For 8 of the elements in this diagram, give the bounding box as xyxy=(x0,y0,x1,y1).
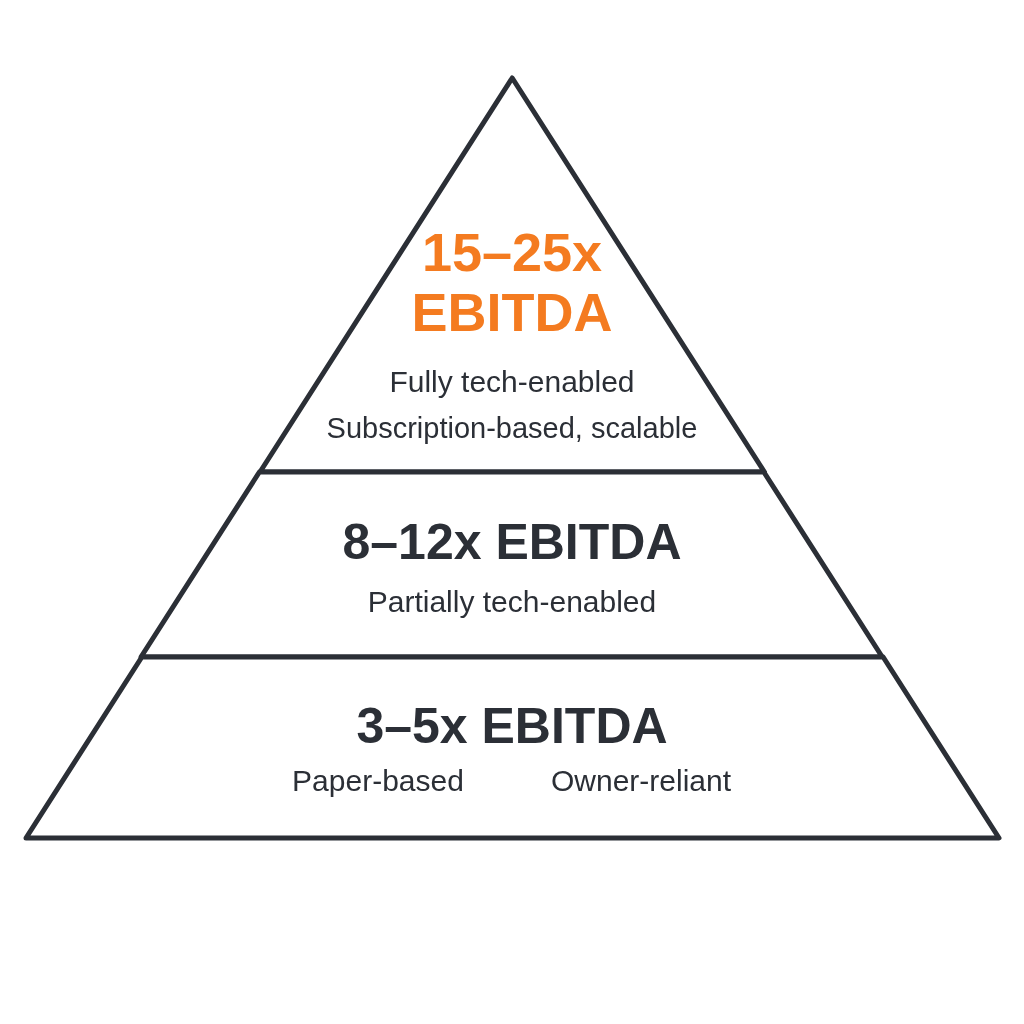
tier-description: Paper-based xyxy=(291,764,465,798)
tier-heading: 15–25x EBITDA xyxy=(410,222,614,343)
tier-heading: 3–5x EBITDA xyxy=(355,698,669,754)
tier-heading: 8–12x EBITDA xyxy=(341,514,683,570)
tier-description: Owner-reliant xyxy=(549,764,733,798)
tier-description: Subscription-based, scalable xyxy=(325,412,699,445)
tier-description: Fully tech-enabled xyxy=(388,365,636,399)
tier-description: Partially tech-enabled xyxy=(366,585,658,619)
